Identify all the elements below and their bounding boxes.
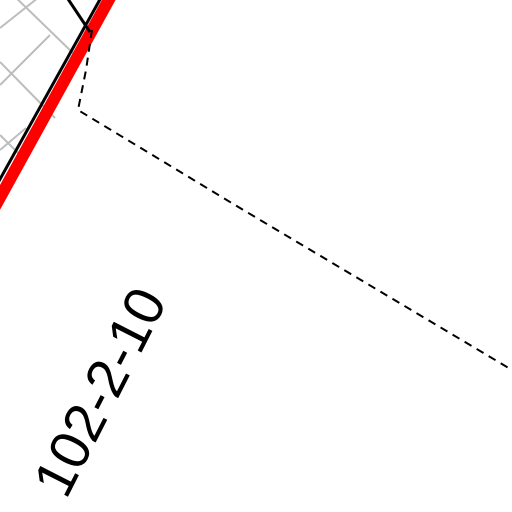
boundary-line xyxy=(66,0,92,33)
boundary-lines xyxy=(0,0,102,183)
grid-line xyxy=(0,0,37,29)
grid-line xyxy=(16,0,76,56)
grid-line xyxy=(0,127,27,151)
boundary-highlight xyxy=(0,0,116,210)
grid-line xyxy=(0,34,51,86)
